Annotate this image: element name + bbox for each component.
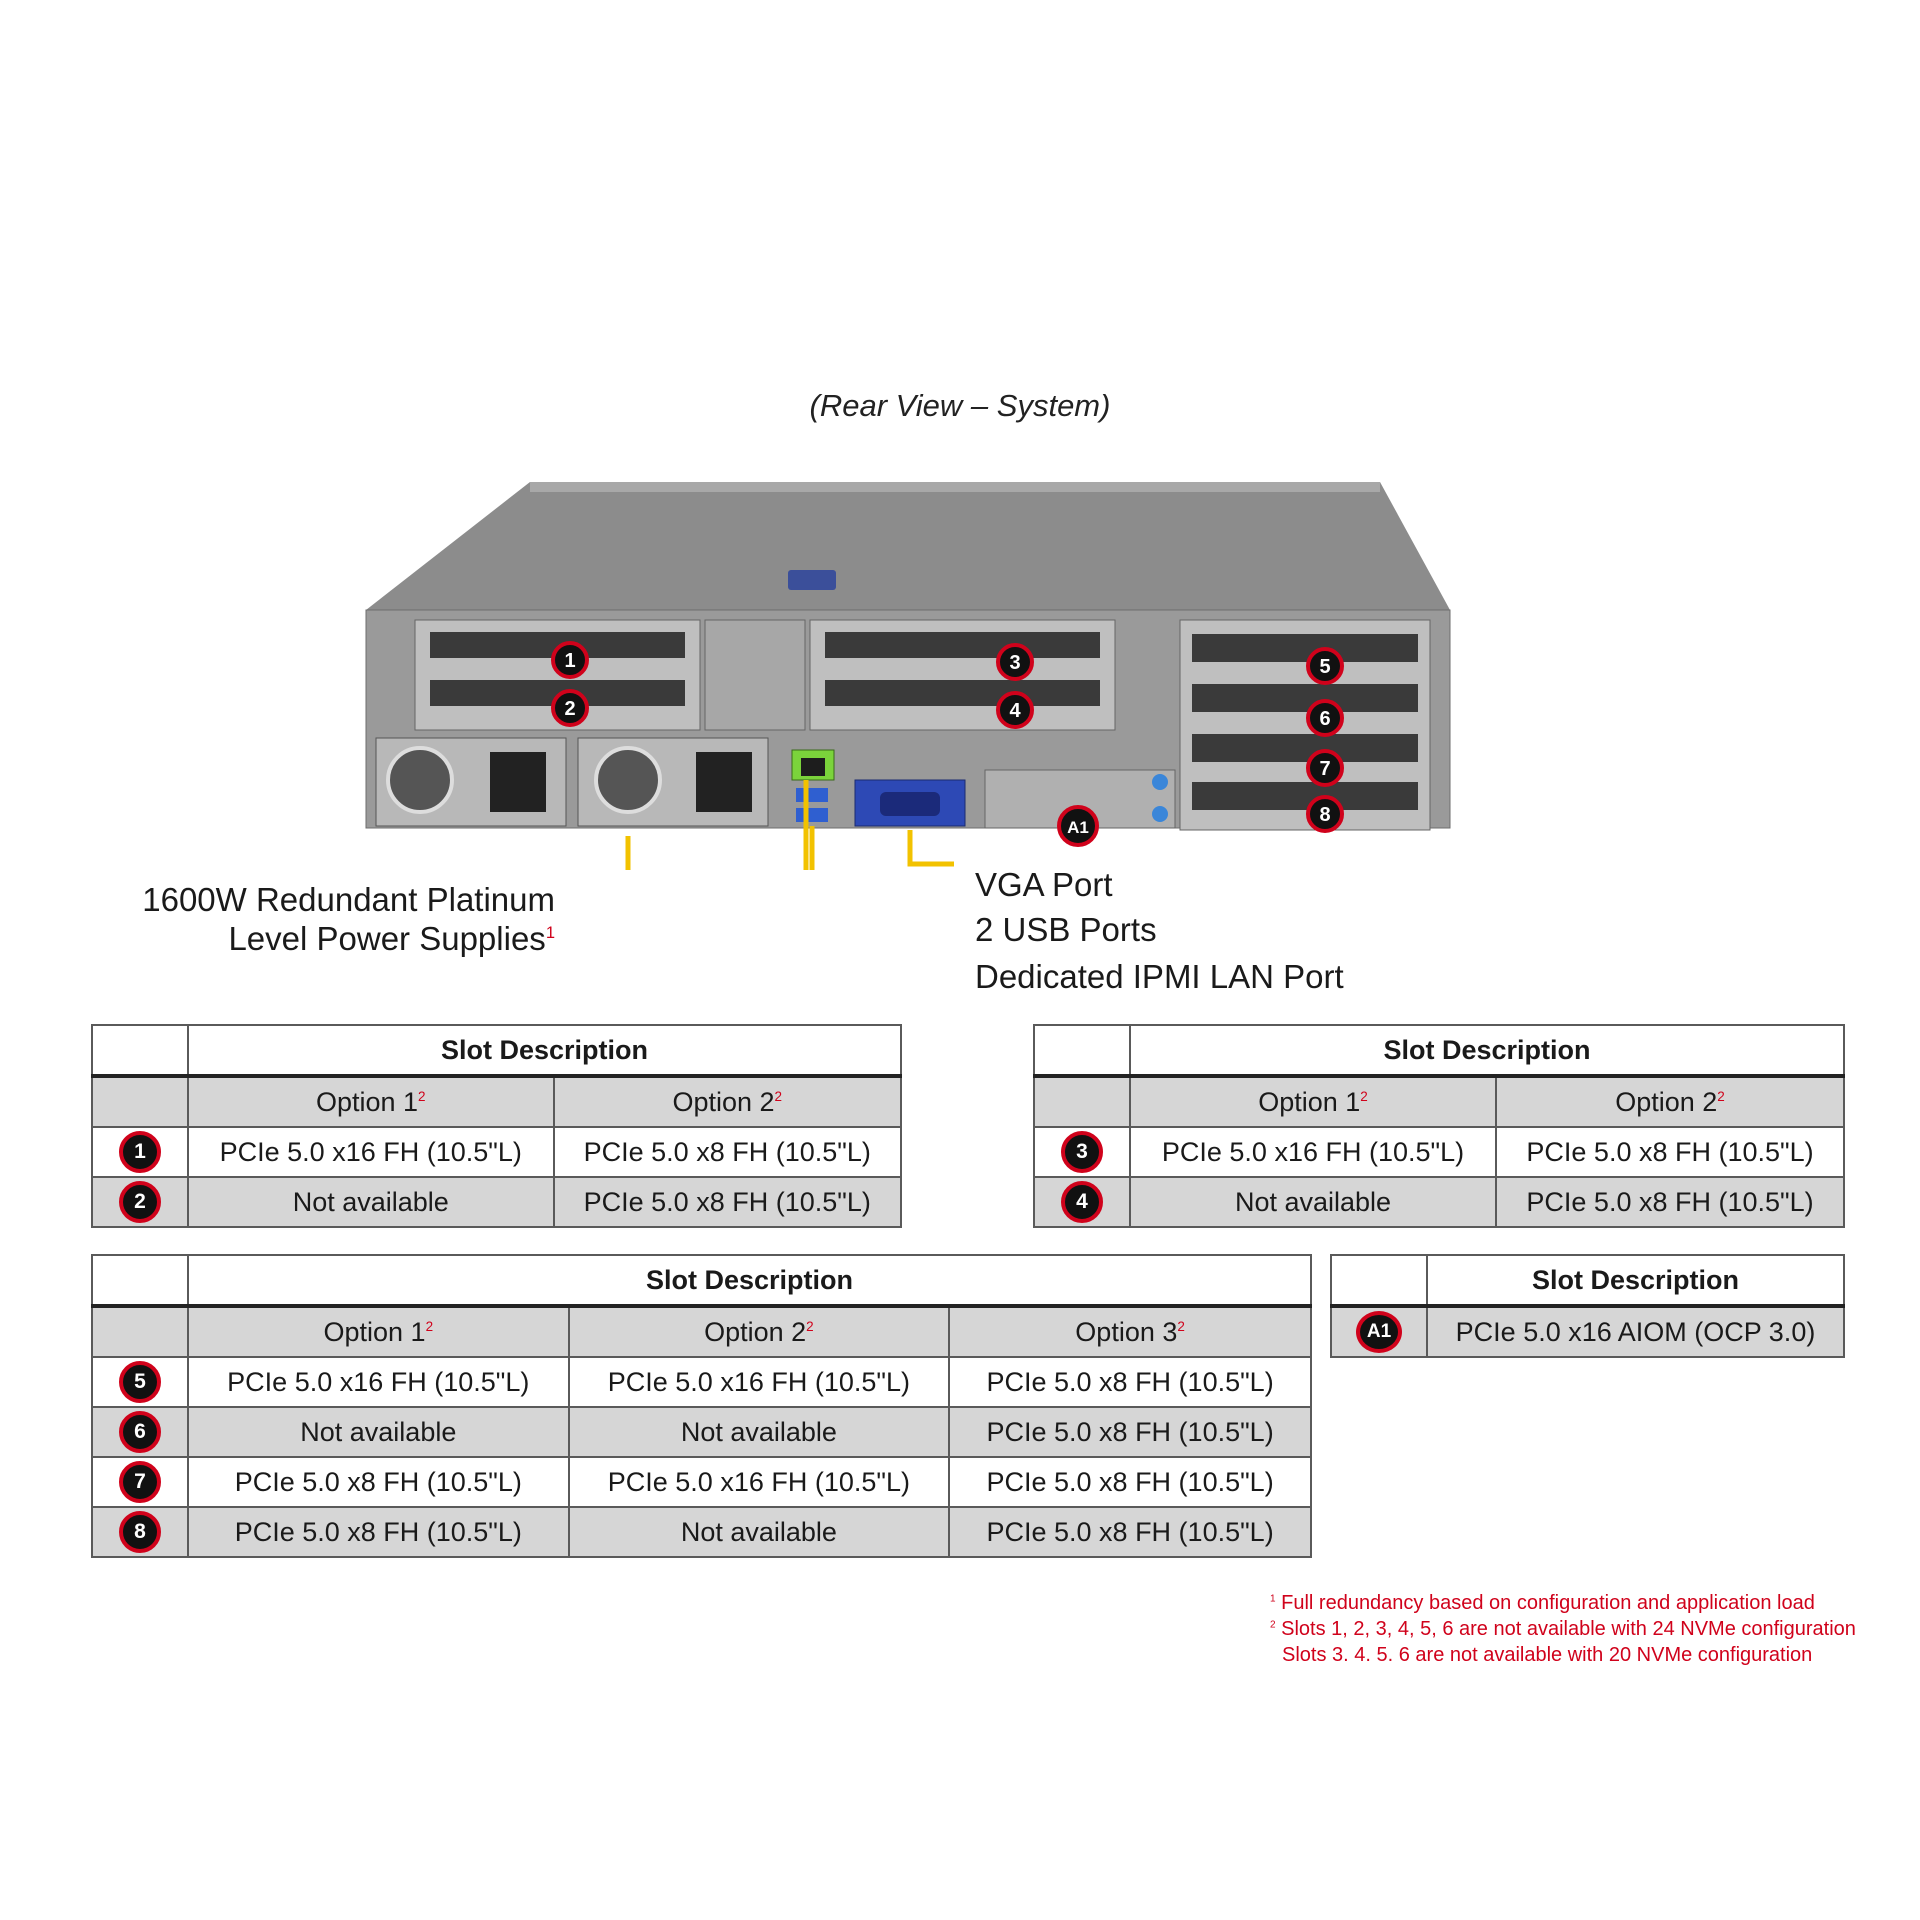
psu-callout-line2: Level Power Supplies [228,920,546,957]
table-cell: PCIe 5.0 x8 FH (10.5"L) [187,1456,570,1508]
slot-table-c: Slot Description Option 12 Option 22 Opt… [91,1254,1312,1558]
psu-1-fan-icon [386,746,454,814]
slot-table-a-header: Slot Description [187,1024,902,1078]
lid-latch [788,570,836,590]
slot-badge: 3 [1061,1131,1103,1173]
option-header: Option 22 [567,1305,951,1358]
option-header: Option 12 [187,1305,570,1358]
table-row: 1 PCIe 5.0 x16 FH (10.5"L) PCIe 5.0 x8 F… [91,1126,903,1178]
slot-badge: 1 [119,1131,161,1173]
svg-text:8: 8 [1319,804,1330,826]
server-slot-badge-2: 2 [551,689,589,727]
footnote-2: 2 Slots 1, 2, 3, 4, 5, 6 are not availab… [1270,1618,1856,1640]
usb-callout: 2 USB Ports [975,911,1157,948]
callout-lines [625,780,954,870]
svg-text:6: 6 [1319,708,1330,730]
footnote-2-cont: Slots 3. 4. 5. 6 are not available with … [1282,1644,1813,1666]
slot-table-c-header: Slot Description [187,1254,1312,1308]
svg-text:7: 7 [1319,758,1330,780]
footnotes: 1 Full redundancy based on configuration… [1270,1590,1856,1668]
slot-table-d-header: Slot Description [1426,1254,1845,1308]
psu-callout-line1: 1600W Redundant Platinum [142,881,555,918]
slot-badge: 6 [119,1411,161,1453]
server-slot-badge-6: 6 [1306,699,1344,737]
server-slot-badge-7: 7 [1306,749,1344,787]
option-header: Option 12 [187,1075,555,1128]
table-row: 3 PCIe 5.0 x16 FH (10.5"L) PCIe 5.0 x8 F… [1033,1126,1845,1178]
table-cell: PCIe 5.0 x16 FH (10.5"L) [567,1356,951,1408]
table-row: A1 PCIe 5.0 x16 AIOM (OCP 3.0) [1330,1305,1845,1358]
psu-callout-line [625,836,631,870]
server-slot-badge-a1: A1 [1057,805,1099,847]
table-cell: PCIe 5.0 x8 FH (10.5"L) [1495,1176,1845,1228]
ipmi-callout: Dedicated IPMI LAN Port [975,958,1344,995]
table-cell: PCIe 5.0 x8 FH (10.5"L) [1495,1126,1845,1178]
server-rear-illustration: 1 2 3 4 5 6 7 8A1 [365,482,1451,870]
table-cell: Not available [187,1176,555,1228]
view-title: (Rear View – System) [809,388,1111,423]
slot-badge: 4 [1061,1181,1103,1223]
option-header: Option 22 [552,1075,903,1128]
slot-table-b: Slot Description Option 12 Option 22 3 P… [1033,1024,1845,1228]
svg-text:3: 3 [1009,652,1020,674]
option-header: Option 12 [1128,1075,1498,1128]
svg-text:1: 1 [564,650,575,672]
server-slot-badge-1: 1 [551,641,589,679]
table-cell: PCIe 5.0 x8 FH (10.5"L) [552,1126,903,1178]
ipmi-callout-line [803,780,809,870]
slot-badge: 5 [119,1361,161,1403]
table-cell: PCIe 5.0 x8 FH (10.5"L) [187,1506,570,1558]
slot-badge: 7 [119,1461,161,1503]
psu-2-fan-icon [594,746,662,814]
table-cell: PCIe 5.0 x16 FH (10.5"L) [1128,1126,1498,1178]
svg-text:2: 2 [564,698,575,720]
svg-text:5: 5 [1319,656,1330,678]
slot-table-d: Slot Description A1 PCIe 5.0 x16 AIOM (O… [1330,1254,1845,1358]
footnote-1: 1 Full redundancy based on configuration… [1270,1592,1815,1614]
table-row: 2 Not available PCIe 5.0 x8 FH (10.5"L) [91,1176,903,1228]
server-slot-badge-5: 5 [1306,647,1344,685]
table-row: 4 Not available PCIe 5.0 x8 FH (10.5"L) [1033,1176,1845,1228]
usb-callout-line [809,826,815,870]
server-slot-badge-8: 8 [1306,795,1344,833]
table-cell: PCIe 5.0 x16 AIOM (OCP 3.0) [1426,1305,1845,1358]
table-cell: PCIe 5.0 x8 FH (10.5"L) [948,1506,1312,1558]
table-row: 7 PCIe 5.0 x8 FH (10.5"L)PCIe 5.0 x16 FH… [91,1456,1312,1508]
table-cell: Not available [567,1406,951,1458]
table-cell: Not available [567,1506,951,1558]
table-cell: PCIe 5.0 x8 FH (10.5"L) [948,1356,1312,1408]
svg-text:A1: A1 [1067,818,1089,837]
table-cell: Not available [1128,1176,1498,1228]
table-cell: PCIe 5.0 x16 FH (10.5"L) [187,1356,570,1408]
table-cell: PCIe 5.0 x8 FH (10.5"L) [948,1406,1312,1458]
table-row: 5 PCIe 5.0 x16 FH (10.5"L)PCIe 5.0 x16 F… [91,1356,1312,1408]
option-header: Option 22 [1495,1075,1845,1128]
table-cell: Not available [187,1406,570,1458]
svg-text:4: 4 [1009,700,1021,722]
slot-table-b-header: Slot Description [1129,1024,1845,1078]
chassis-lid [366,482,1450,610]
slot-badge: 8 [119,1511,161,1553]
table-cell: PCIe 5.0 x8 FH (10.5"L) [948,1456,1312,1508]
psu-1-power-inlet [490,752,546,812]
table-cell: PCIe 5.0 x16 FH (10.5"L) [187,1126,555,1178]
option-header: Option 32 [948,1305,1312,1358]
slot-badge: 2 [119,1181,161,1223]
table-cell: PCIe 5.0 x16 FH (10.5"L) [567,1456,951,1508]
vga-callout-line [907,830,954,867]
usb-port-2 [796,808,828,822]
psu-footnote-mark: 1 [545,924,555,942]
vga-callout: VGA Port [975,866,1113,903]
psu-callout: 1600W Redundant Platinum Level Power Sup… [142,880,555,958]
table-cell: PCIe 5.0 x8 FH (10.5"L) [552,1176,903,1228]
slot-table-a: Slot Description Option 12 Option 22 1 P… [91,1024,903,1228]
psu-2-power-inlet [696,752,752,812]
server-slot-badge-4: 4 [996,691,1034,729]
server-slot-badge-3: 3 [996,643,1034,681]
usb-port-1 [796,788,828,802]
slot-badge: A1 [1356,1311,1402,1353]
